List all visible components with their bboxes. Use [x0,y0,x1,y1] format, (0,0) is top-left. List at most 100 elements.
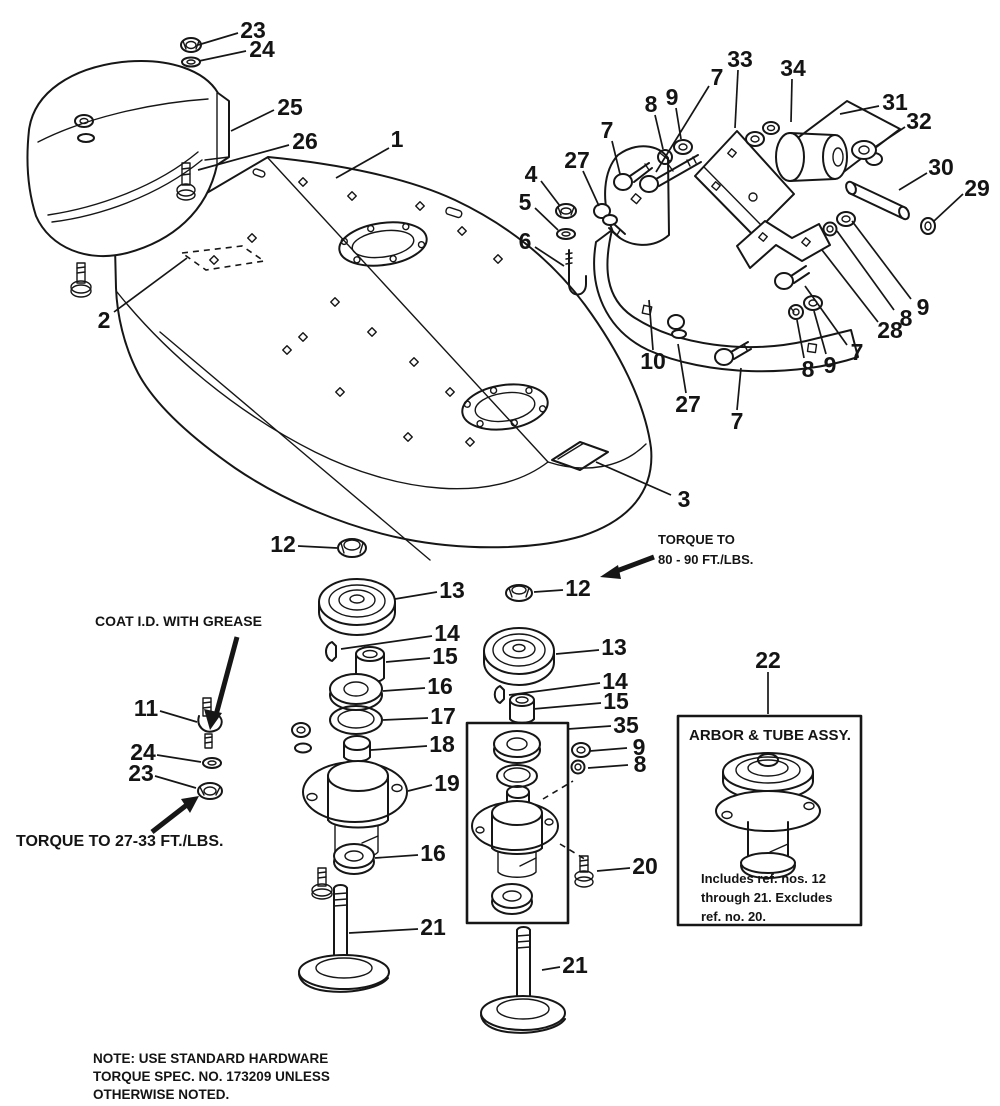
arbor-box-title: ARBOR & TUBE ASSY. [689,727,851,744]
callout-4: 4 [525,161,538,187]
leader-line-17 [382,717,429,721]
arbor-box-body-3: ref. no. 20. [701,909,766,924]
leader-line-9 [851,220,912,300]
callout-21: 21 [420,914,446,940]
roller-assembly [775,100,936,235]
spindle-column-right [465,584,594,1034]
callout-26: 26 [292,128,318,154]
leader-line-9 [589,747,628,752]
leader-line-2 [113,257,188,313]
curved-bracket [593,145,859,373]
callout-30: 30 [928,154,954,180]
belt-cover [26,37,230,298]
leader-line-9 [813,310,827,355]
lock-washer-8b [822,221,838,237]
leader-line-7 [804,285,848,346]
callout-7: 7 [711,64,724,90]
callout-12: 12 [565,575,591,601]
bushing-15-left [355,646,385,684]
callout-12: 12 [270,531,296,557]
key-14-left [325,641,337,662]
leader-line-23 [154,775,197,789]
coat-grease-note: COAT I.D. WITH GREASE [95,613,262,629]
leader-line-30 [898,172,928,191]
hardware-cluster-upper [555,121,780,296]
leader-line-1 [335,147,390,179]
callout-7: 7 [601,117,614,143]
torque-80-90-line2: 80 - 90 FT./LBS. [658,552,753,567]
nut-12-right [505,584,533,602]
grease-fitting-11 [197,697,223,749]
nut-9a [673,139,693,155]
roller-34 [775,132,848,182]
callout-2: 2 [98,307,111,333]
callout-22: 22 [755,647,781,673]
bolt-26 [176,162,196,201]
leader-line-7 [611,140,621,175]
callout-35: 35 [613,712,639,738]
leader-line-19 [407,784,433,792]
nut-9b [836,211,856,227]
leader-line-24 [198,50,247,62]
leader-line-12 [533,589,564,593]
leader-line-8 [587,764,629,769]
callout-33: 33 [727,46,753,72]
bottom-note-line3: OTHERWISE NOTED. [93,1087,229,1102]
mower-deck-shell [114,156,653,561]
callout-6: 6 [519,228,532,254]
bolt-7d [714,341,752,366]
callout-25: 25 [277,94,303,120]
torque-27-33-arrow [150,796,199,834]
bearing-16b-left [333,843,375,875]
nut-12-left [337,538,367,558]
leader-line-8 [836,230,895,311]
spindle-column-left [291,538,408,993]
coat-grease-arrow [204,636,240,730]
callout-29: 29 [964,175,990,201]
nut-23b [197,782,223,800]
callout-19: 19 [434,770,460,796]
torque-80-90-line1: TORQUE TO [658,532,735,547]
leader-line-16 [382,687,426,692]
callout-24: 24 [249,36,275,62]
cover-washer [77,133,95,143]
callout-18: 18 [429,731,455,757]
callout-9: 9 [633,734,646,760]
leader-line-13 [555,649,600,655]
callout-28: 28 [877,317,903,343]
lock-washer-8c [788,304,804,320]
leader-line-5 [534,207,559,231]
callout-5: 5 [519,189,532,215]
pulley-13-right [483,627,555,686]
housing-in-box [471,800,559,878]
callout-8: 8 [634,751,647,777]
baffle-plate [551,441,609,471]
deck-opening-top [338,221,428,267]
callout-20: 20 [632,853,658,879]
callout-31: 31 [882,89,908,115]
arbor-box-body-2: through 21. Excludes [701,890,832,905]
bolt-7b [639,154,702,193]
arbor-assembled-drawing [715,752,821,879]
callout-7: 7 [731,408,744,434]
leader-line-14 [340,635,433,650]
deck-opening-bottom [461,383,549,431]
nut-9-right [571,742,591,758]
callout-13: 13 [601,634,627,660]
nut-4 [555,203,577,219]
leader-line-15 [532,702,602,710]
spacer-18-left [343,735,371,763]
leader-line-23 [197,32,239,46]
callout-13: 13 [439,577,465,603]
callout-14: 14 [434,620,460,646]
deck-holes [142,168,503,447]
arbor-box-body-1: Includes ref. nos. 12 [701,871,826,886]
callout-27: 27 [564,147,590,173]
key-14-right [493,685,505,704]
callout-16: 16 [420,840,446,866]
torque-27-33-note: TORQUE TO 27-33 FT./LBS. [16,833,223,850]
callout-15: 15 [603,688,629,714]
leader-lines-layer [113,32,964,971]
callout-27: 27 [675,391,701,417]
